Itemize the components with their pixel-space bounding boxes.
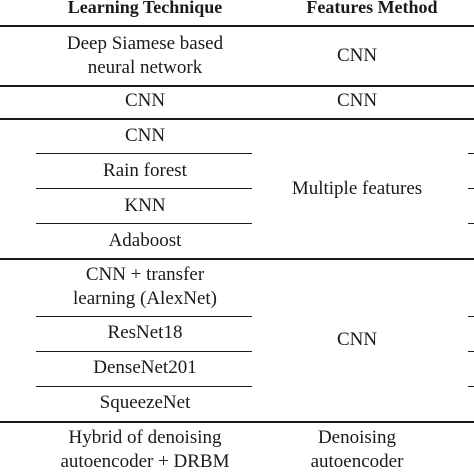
row2-features: CNN — [336, 90, 378, 111]
group2-edge-tick — [468, 386, 474, 387]
row2-technique: CNN — [124, 90, 166, 111]
group1-edge-tick — [468, 153, 474, 154]
group2-edge-tick — [468, 316, 474, 317]
group2-technique-resnet18: ResNet18 — [107, 322, 183, 343]
group2-rule — [0, 421, 474, 423]
group2-features: CNN — [336, 328, 378, 350]
header-features-method: Features Method — [306, 0, 438, 17]
last-row-features: Denoising autoencoder — [310, 427, 404, 472]
group1-rule — [0, 258, 474, 260]
row1-technique: Deep Siamese based neural network — [66, 33, 224, 78]
group1-edge-tick — [468, 223, 474, 224]
group1-technique-rain-forest: Rain forest — [103, 160, 187, 181]
last-row-technique: Hybrid of denoising autoencoder + DRBM — [60, 427, 230, 472]
group2-subrule — [36, 386, 252, 387]
header-rule — [0, 25, 474, 27]
group1-subrule — [36, 188, 252, 189]
group2-edge-tick — [468, 351, 474, 352]
group1-technique-adaboost: Adaboost — [108, 230, 182, 251]
group2-technique-densenet201: DenseNet201 — [93, 357, 197, 378]
row1-rule — [0, 85, 474, 87]
group2-technique-squeezenet: SqueezeNet — [99, 392, 191, 413]
group2-subrule — [36, 316, 252, 317]
group1-technique-cnn: CNN — [124, 125, 166, 146]
row1-features: CNN — [336, 45, 378, 66]
group1-subrule — [36, 223, 252, 224]
group1-subrule — [36, 153, 252, 154]
group1-technique-knn: KNN — [124, 195, 166, 216]
group2-technique-cnn-transfer: CNN + transfer learning (AlexNet) — [72, 264, 218, 309]
group1-edge-tick — [468, 188, 474, 189]
group2-subrule — [36, 351, 252, 352]
group1-features: Multiple features — [291, 177, 423, 199]
header-learning-technique: Learning Technique — [67, 0, 223, 17]
row2-rule — [0, 118, 474, 120]
